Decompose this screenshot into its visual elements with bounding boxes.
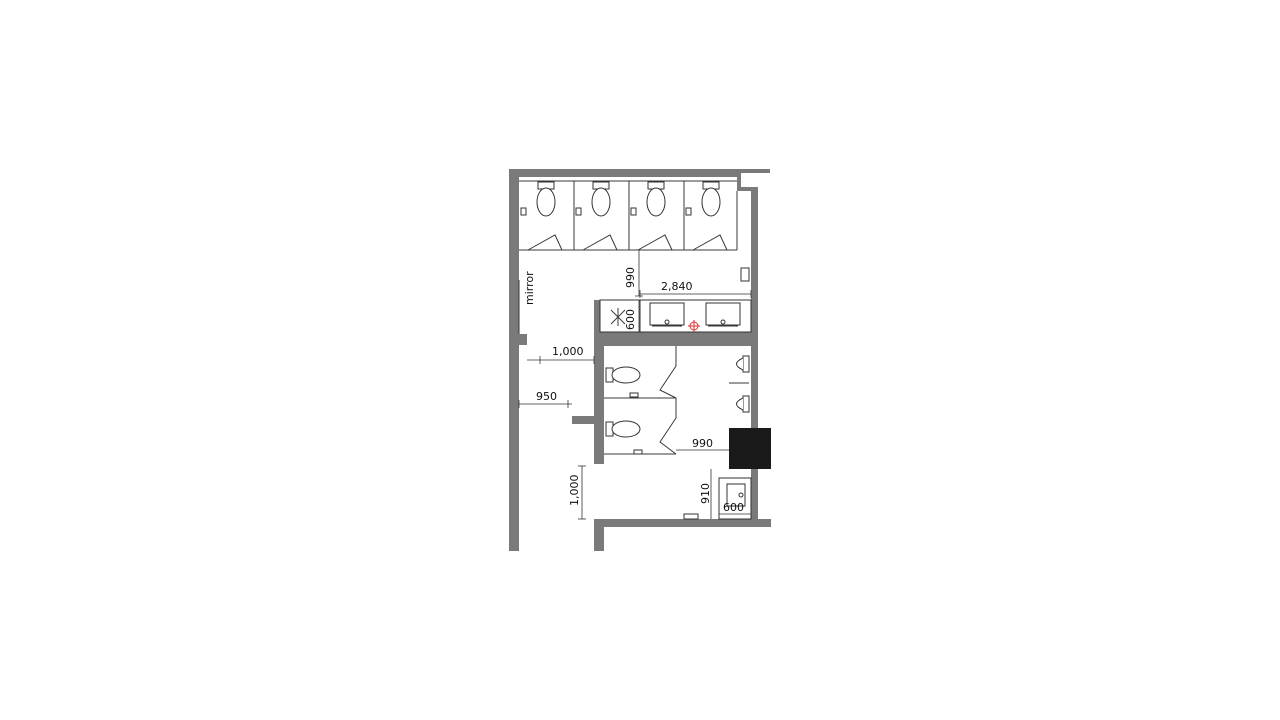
walls — [509, 169, 771, 551]
floor-drain-icon — [683, 513, 699, 520]
lower-room-wall-stub — [572, 416, 604, 424]
lower-stall-door-2 — [659, 398, 677, 455]
right-wall-upper — [751, 187, 758, 347]
paper-holder-icon — [520, 207, 527, 216]
toilet-icon — [536, 181, 556, 217]
left-wall — [509, 169, 519, 551]
paper-holder-icon — [629, 392, 639, 398]
sink-icon — [705, 302, 741, 327]
toilet-icon — [701, 181, 721, 217]
paper-holder-icon — [630, 207, 637, 216]
dimension-labels: 990 2,840 600 1,000 950 990 1,000 910 60… — [536, 267, 744, 514]
hand-dryer-icon — [740, 267, 750, 282]
paper-holder-icon — [685, 207, 692, 216]
stall-door-2 — [582, 234, 618, 251]
sink-icon — [718, 477, 752, 520]
sink-icon — [649, 302, 685, 327]
mid-wall — [594, 332, 758, 346]
dim-stall-clearance: 990 — [624, 267, 637, 288]
lower-room — [604, 346, 752, 520]
dim-corridor-lower: 1,000 — [568, 475, 581, 507]
urinal-icon — [736, 355, 750, 373]
dimension-lines — [518, 249, 752, 520]
vanity-partition — [594, 300, 600, 346]
floor-drain-icon — [610, 308, 626, 326]
notch-wall-v — [737, 169, 741, 191]
dim-corridor-mid: 950 — [536, 390, 557, 403]
toilet-icon — [591, 181, 611, 217]
mirror-label: mirror — [523, 271, 536, 305]
bottom-wall-stub — [594, 519, 604, 551]
dim-accessible-clearance: 990 — [692, 437, 713, 450]
paper-holder-icon — [633, 449, 643, 455]
top-wall — [509, 169, 739, 177]
stall-door-1 — [527, 234, 563, 251]
dim-sink-depth: 600 — [723, 501, 744, 514]
right-wall-foot — [751, 519, 771, 527]
crosshair-icon — [688, 320, 700, 332]
dim-corridor-upper: 1,000 — [552, 345, 584, 358]
top-wall-notch — [737, 169, 770, 173]
toilet-icon — [605, 366, 641, 384]
toilet-icon — [605, 420, 641, 438]
bottom-wall — [594, 519, 758, 527]
dim-vanity-depth: 600 — [624, 309, 637, 330]
urinal-icon — [736, 395, 750, 413]
toilet-icon — [646, 181, 666, 217]
lower-room-left-wall — [594, 346, 604, 464]
upper-stalls — [519, 180, 750, 282]
vanity — [599, 299, 752, 333]
lower-stall-door-1 — [659, 346, 677, 399]
dim-sink-clearance: 910 — [699, 483, 712, 504]
structural-column — [729, 428, 771, 469]
stall-door-3 — [637, 234, 673, 251]
left-wall-jamb — [509, 334, 527, 345]
paper-holder-icon — [575, 207, 582, 216]
stall-door-4 — [692, 234, 728, 251]
notch-wall-h — [737, 187, 751, 191]
dim-vanity-length: 2,840 — [661, 280, 693, 293]
